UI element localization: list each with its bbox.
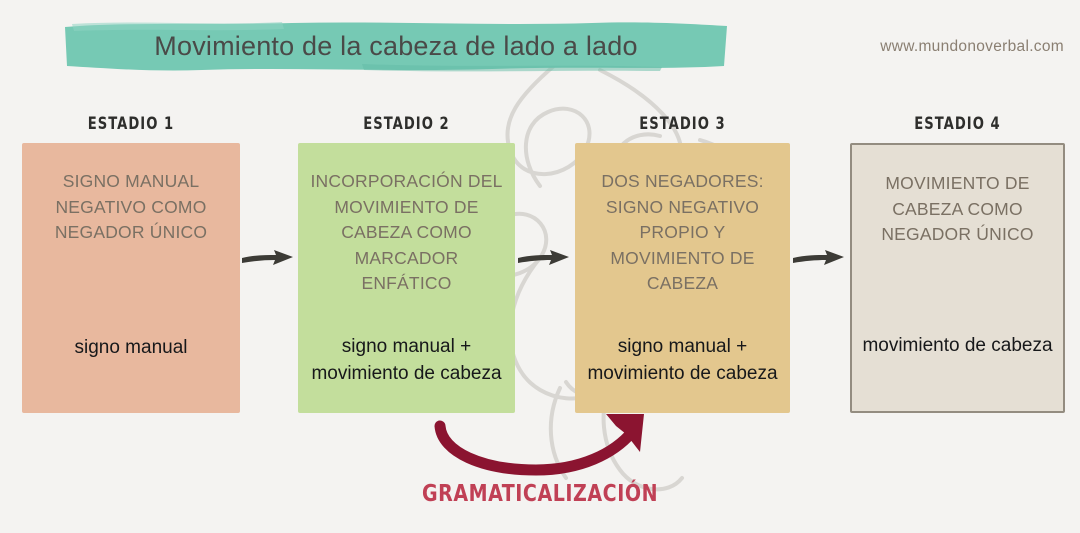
stage-column-3: ESTADIO 3 DOS NEGADORES: SIGNO NEGATIVO … bbox=[575, 114, 790, 413]
title-banner: Movimiento de la cabeza de lado a lado bbox=[62, 20, 730, 72]
stage-2-box: INCORPORACIÓN DEL MOVIMIENTO DE CABEZA C… bbox=[298, 143, 515, 413]
stage-3-formula: signo manual + movimiento de cabeza bbox=[587, 336, 778, 384]
stage-3-description: DOS NEGADORES: SIGNO NEGATIVO PROPIO Y M… bbox=[601, 171, 764, 293]
page-title: Movimiento de la cabeza de lado a lado bbox=[154, 31, 638, 61]
connector-arrow-1-to-2 bbox=[242, 250, 293, 265]
connector-arrow-2-to-3 bbox=[518, 250, 569, 265]
site-url: www.mundonoverbal.com bbox=[880, 38, 1064, 55]
stage-column-1: ESTADIO 1 SIGNO MANUAL NEGATIVO COMO NEG… bbox=[22, 114, 240, 413]
grammaticalization-label: GRAMATICALIZACIÓN bbox=[421, 481, 659, 507]
stage-3-label: ESTADIO 3 bbox=[639, 114, 726, 134]
stage-1-formula: signo manual bbox=[74, 337, 188, 358]
stage-2-formula: signo manual + movimiento de cabeza bbox=[311, 336, 502, 384]
stage-4-description: MOVIMIENTO DE CABEZA COMO NEGADOR ÚNICO bbox=[881, 173, 1034, 244]
stage-3-box: DOS NEGADORES: SIGNO NEGATIVO PROPIO Y M… bbox=[575, 143, 790, 413]
stage-4-box: MOVIMIENTO DE CABEZA COMO NEGADOR ÚNICO … bbox=[850, 143, 1065, 413]
stage-2-label: ESTADIO 2 bbox=[363, 114, 450, 134]
connector-arrow-3-to-4 bbox=[793, 250, 844, 265]
stage-1-description: SIGNO MANUAL NEGATIVO COMO NEGADOR ÚNICO bbox=[54, 171, 208, 242]
stage-4-formula: movimiento de cabeza bbox=[862, 335, 1053, 356]
stage-1-box: SIGNO MANUAL NEGATIVO COMO NEGADOR ÚNICO… bbox=[22, 143, 240, 413]
stage-column-2: ESTADIO 2 INCORPORACIÓN DEL MOVIMIENTO D… bbox=[298, 114, 515, 413]
stage-column-4: ESTADIO 4 MOVIMIENTO DE CABEZA COMO NEGA… bbox=[850, 114, 1065, 413]
stage-4-label: ESTADIO 4 bbox=[914, 114, 1001, 134]
stage-1-label: ESTADIO 1 bbox=[87, 114, 175, 134]
stage-2-description: INCORPORACIÓN DEL MOVIMIENTO DE CABEZA C… bbox=[310, 171, 503, 293]
grammaticalization-arrow-icon bbox=[434, 414, 644, 476]
